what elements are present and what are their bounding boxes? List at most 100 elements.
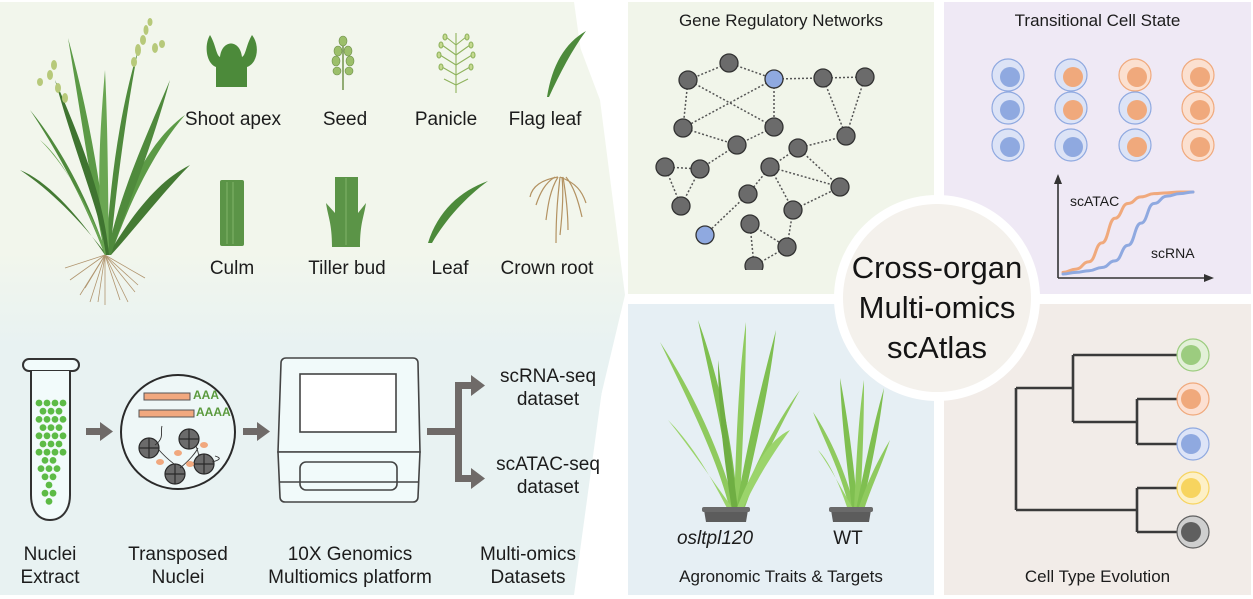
- grn-node: [740, 214, 760, 234]
- curve-label-scatac: scATAC: [1070, 193, 1120, 209]
- nucleus-dot: [45, 498, 53, 505]
- nucleus-dot: [49, 489, 57, 497]
- x-axis-arrow: [1204, 274, 1214, 282]
- nucleus-dot: [35, 416, 43, 423]
- shoot-apex-icon: [206, 35, 257, 87]
- center-title: Cross-organ Multi-omics scAtlas: [837, 248, 1037, 368]
- cell-nucleus: [1000, 67, 1020, 87]
- cell-nucleus: [1063, 100, 1083, 120]
- organ-label-seed: Seed: [322, 109, 368, 130]
- dataset-scrna: scRNA-seq dataset: [488, 365, 608, 411]
- plant-comparison: [660, 320, 890, 522]
- nucleus-dot: [41, 473, 49, 481]
- grn-edge: [680, 168, 701, 207]
- step-label-line: Multi-omics: [479, 544, 577, 565]
- cell-type-nucleus: [1181, 345, 1201, 365]
- dataset-scrna-line1: scRNA-seq: [499, 366, 597, 387]
- grn-node: [727, 135, 747, 155]
- nucleus-dot: [51, 416, 59, 423]
- grn-edge: [687, 79, 775, 128]
- cell-nucleus: [1000, 100, 1020, 120]
- cell-nucleus: [1127, 137, 1147, 157]
- cell-nucleus: [1063, 137, 1083, 157]
- grn-node: [836, 126, 856, 146]
- grn-node: [788, 138, 808, 158]
- organ-label-flag-leaf: Flag leaf: [508, 109, 582, 130]
- nucleus-dot: [53, 465, 61, 472]
- organ-label-panicle: Panicle: [414, 109, 478, 130]
- grn-node-highlighted: [764, 69, 784, 89]
- nucleus-dot: [35, 432, 43, 440]
- grn-node: [830, 177, 850, 197]
- grn-network: [655, 53, 875, 270]
- step-label-10x-platform: 10X Genomics Multiomics platform: [255, 543, 445, 589]
- cell-nucleus: [1127, 100, 1147, 120]
- nucleus-dot: [43, 448, 51, 456]
- nucleus-dot: [49, 473, 57, 481]
- instrument-icon: [277, 357, 421, 503]
- nucleus-dot: [59, 432, 67, 440]
- grn-node: [678, 70, 698, 90]
- grn-node: [673, 118, 693, 138]
- center-title-line3: scAtlas: [887, 330, 987, 365]
- step-label-line: 10X Genomics: [287, 544, 413, 565]
- panicle-icon: [436, 33, 476, 93]
- grn-node: [764, 117, 784, 137]
- organ-label-crown-root: Crown root: [500, 258, 594, 279]
- transition-diagram: [991, 58, 1215, 282]
- grn-node: [671, 196, 691, 216]
- cell-nucleus: [1190, 137, 1210, 157]
- polya-label-1: AAA: [193, 388, 219, 402]
- nucleus-dot: [55, 407, 63, 415]
- grn-node: [855, 67, 875, 87]
- y-axis-arrow: [1054, 174, 1062, 184]
- organ-label-tiller-bud: Tiller bud: [308, 258, 386, 279]
- cell-nucleus: [1190, 100, 1210, 120]
- step-label-nuclei-extract: Nuclei Extract: [0, 543, 100, 589]
- grn-node: [760, 157, 780, 177]
- organ-label-leaf: Leaf: [431, 258, 469, 279]
- grn-node: [813, 68, 833, 88]
- curve-scrna: [1061, 190, 1195, 276]
- nucleus-dot: [59, 399, 67, 407]
- organ-icons: [206, 31, 587, 247]
- leaf-icon: [428, 181, 488, 243]
- nucleus-dot: [55, 424, 63, 431]
- flag-leaf-icon: [547, 31, 586, 97]
- mutant-plant-icon: [660, 320, 800, 510]
- workflow-diagram: [22, 357, 485, 522]
- organ-label-culm: Culm: [209, 258, 255, 279]
- arrow-icon: [86, 422, 113, 441]
- nucleus-dot: [39, 407, 47, 415]
- nucleus-dot: [39, 424, 47, 431]
- nucleus-dot: [45, 481, 53, 489]
- rice-plant-icon: [20, 18, 190, 305]
- grn-edge: [736, 126, 775, 146]
- nucleus-dot: [55, 440, 63, 448]
- cell-nucleus: [1000, 137, 1020, 157]
- step-label-line: Extract: [20, 567, 80, 588]
- pot-icon: [831, 510, 871, 522]
- cell-nucleus: [1127, 67, 1147, 87]
- cell-type-nucleus: [1181, 389, 1201, 409]
- nucleus-dot: [49, 457, 57, 464]
- center-circle: [834, 195, 1040, 401]
- dataset-scrna-line2: dataset: [516, 389, 580, 410]
- tube-icon: [22, 358, 80, 522]
- cell-type-nucleus: [1181, 434, 1201, 454]
- grn-node: [783, 200, 803, 220]
- traits-title: Agronomic Traits & Targets: [679, 567, 883, 586]
- grn-node: [738, 184, 758, 204]
- grn-edge: [769, 166, 841, 188]
- nucleus-dot: [43, 432, 51, 440]
- pot-icon: [704, 510, 748, 522]
- dataset-scatac-line2: dataset: [516, 477, 580, 498]
- nucleus-dot: [39, 440, 47, 448]
- nucleus-dot: [51, 399, 59, 407]
- grn-node: [690, 159, 710, 179]
- nucleus-dot: [43, 399, 51, 407]
- nucleus-dot: [47, 440, 55, 448]
- nucleus-dot: [59, 448, 67, 456]
- step-label-datasets: Multi-omics Datasets: [468, 543, 588, 589]
- seed-icon: [331, 35, 355, 90]
